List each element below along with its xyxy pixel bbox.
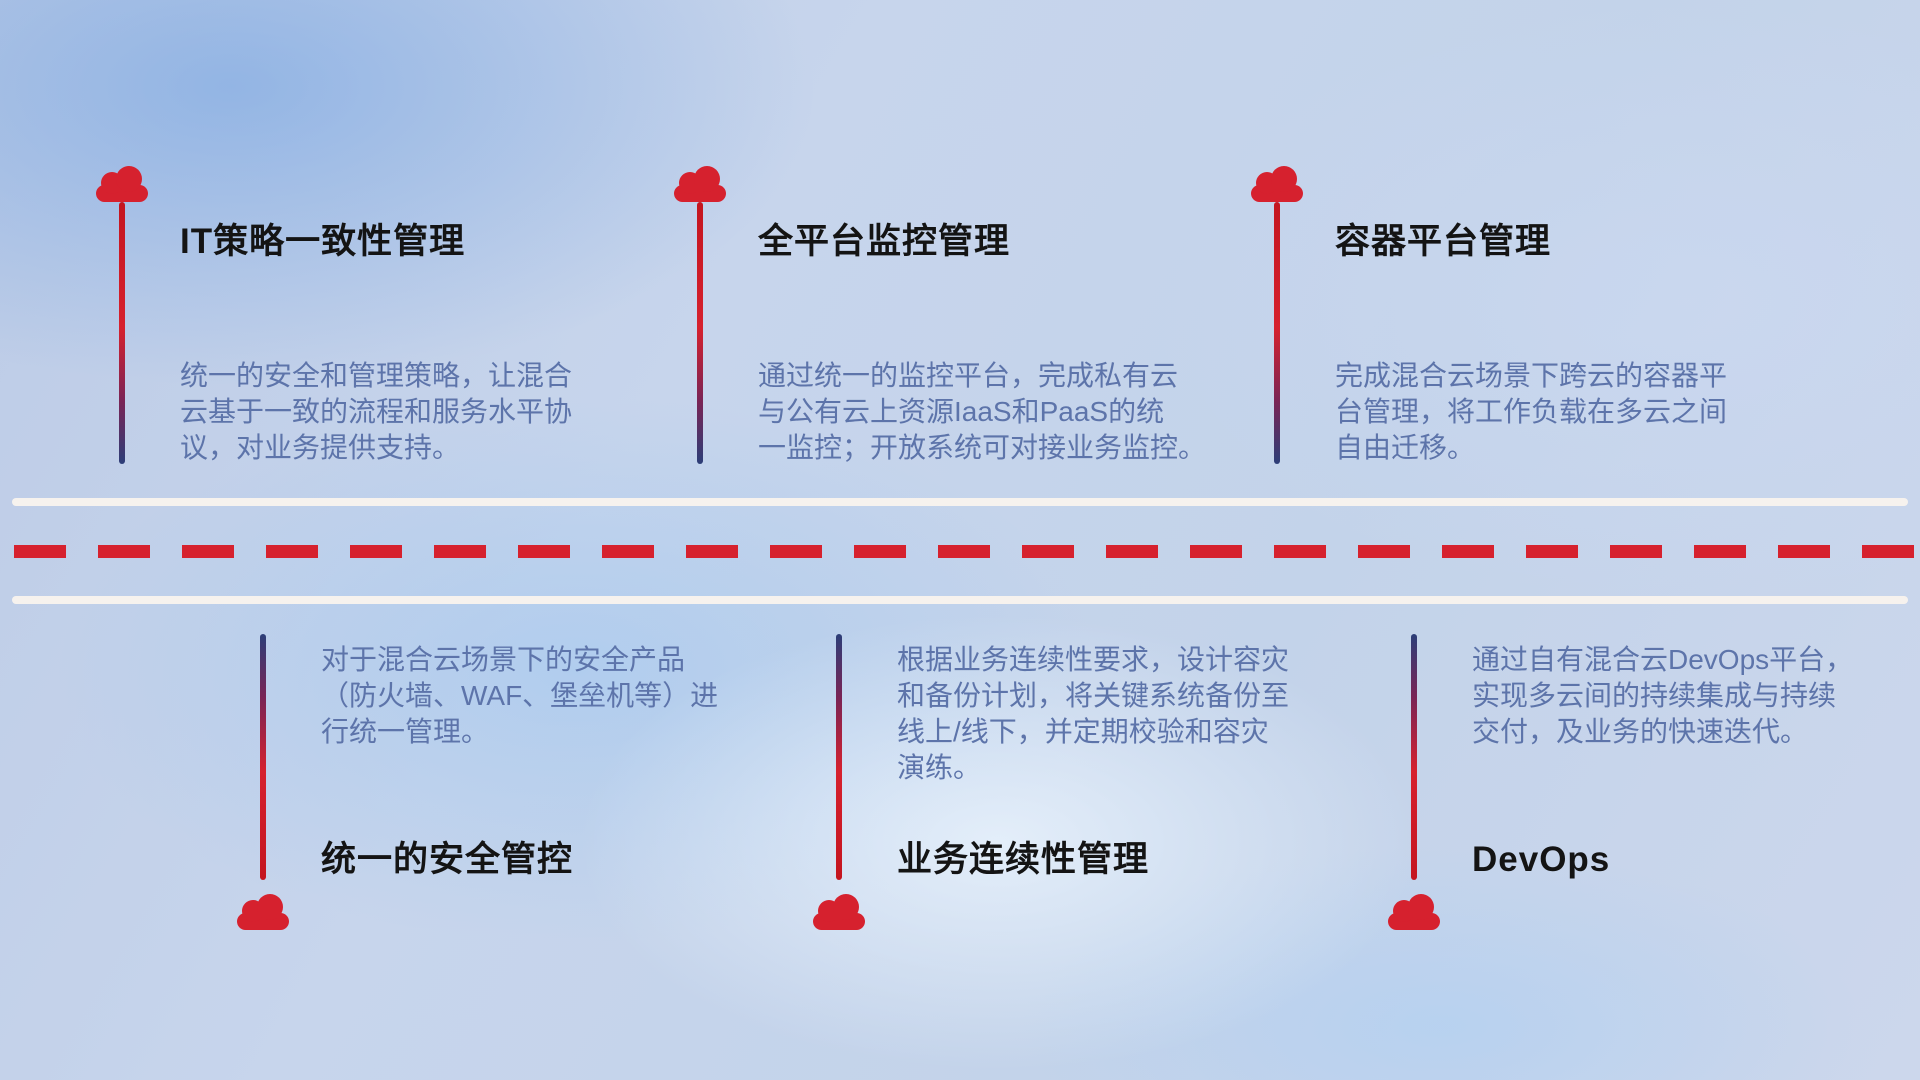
capability-description: 通过自有混合云DevOps平台， 实现多云间的持续集成与持续 交付，及业务的快速…	[1472, 644, 1854, 747]
capability-description: 完成混合云场景下跨云的容器平 台管理，将工作负载在多云之间 自由迁移。	[1335, 360, 1728, 463]
capability-text-block: 通过自有混合云DevOps平台， 实现多云间的持续集成与持续 交付，及业务的快速…	[1472, 642, 1920, 922]
capability-title: 容器平台管理	[1335, 222, 1552, 261]
connector-line	[260, 634, 266, 880]
capability-description: 对于混合云场景下的安全产品 （防火墙、WAF、堡垒机等）进 行统一管理。	[321, 644, 719, 747]
connector-line	[836, 634, 842, 880]
cloud-icon	[1248, 164, 1306, 204]
capability-description: 统一的安全和管理策略，让混合 云基于一致的流程和服务水平协 议，对业务提供支持。	[180, 360, 573, 463]
capability-title: 全平台监控管理	[758, 222, 1011, 261]
capability-description: 根据业务连续性要求，设计容灾 和备份计划，将关键系统备份至 线上/线下，并定期校…	[897, 644, 1290, 783]
capability-title: IT策略一致性管理	[180, 222, 466, 261]
connector-line	[1274, 202, 1280, 464]
capability-title: 业务连续性管理	[897, 840, 1150, 879]
capability-text-block: 根据业务连续性要求，设计容灾 和备份计划，将关键系统备份至 线上/线下，并定期校…	[897, 642, 1367, 922]
capability-title: 统一的安全管控	[321, 840, 574, 879]
capability-title: DevOps	[1472, 840, 1611, 879]
cloud-icon	[671, 164, 729, 204]
cloud-icon	[1385, 892, 1443, 932]
connector-line	[119, 202, 125, 464]
road-edge-bottom-line	[12, 596, 1908, 604]
capability-text-block: IT策略一致性管理 统一的安全和管理策略，让混合 云基于一致的流程和服务水平协 …	[180, 220, 650, 466]
road-edge-top-line	[12, 498, 1908, 506]
capability-text-block: 容器平台管理 完成混合云场景下跨云的容器平 台管理，将工作负载在多云之间 自由迁…	[1335, 220, 1805, 466]
road-dashed-center-line	[14, 545, 1920, 558]
cloud-icon	[234, 892, 292, 932]
capability-description: 通过统一的监控平台，完成私有云 与公有云上资源IaaS和PaaS的统 一监控；开…	[758, 360, 1207, 463]
connector-line	[1411, 634, 1417, 880]
capability-text-block: 全平台监控管理 通过统一的监控平台，完成私有云 与公有云上资源IaaS和PaaS…	[758, 220, 1228, 466]
connector-line	[697, 202, 703, 464]
cloud-icon	[93, 164, 151, 204]
cloud-icon	[810, 892, 868, 932]
capability-text-block: 对于混合云场景下的安全产品 （防火墙、WAF、堡垒机等）进 行统一管理。 统一的…	[321, 642, 791, 922]
